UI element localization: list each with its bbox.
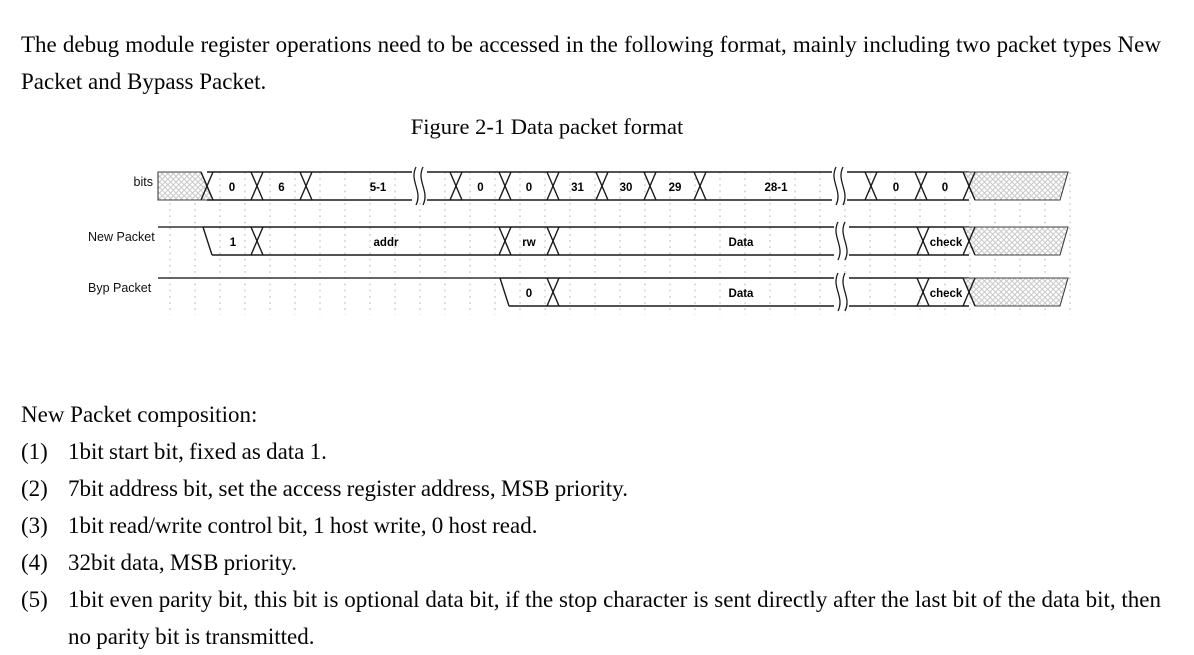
list-item-text: 7bit address bit, set the access registe… bbox=[68, 476, 628, 501]
break-mark bbox=[832, 170, 847, 202]
diagram-cell-label: 28-1 bbox=[764, 182, 788, 194]
diagram-cell-label: 29 bbox=[669, 182, 682, 194]
diagram-cell-label: Data bbox=[729, 237, 755, 249]
break-mark bbox=[412, 170, 427, 202]
diagram-cell-label: 5-1 bbox=[370, 182, 387, 194]
diagram-cell-label: 1 bbox=[230, 237, 237, 249]
list-item-text: 1bit even parity bit, this bit is option… bbox=[68, 587, 1161, 649]
list-item: (4) 32bit data, MSB priority. bbox=[21, 544, 1161, 581]
break-mark bbox=[834, 225, 849, 257]
list-item: (3) 1bit read/write control bit, 1 host … bbox=[21, 507, 1161, 544]
diagram-cell-label: 0 bbox=[526, 182, 532, 194]
list-item-number: (3) bbox=[21, 513, 48, 538]
diagram-cell-label: 30 bbox=[620, 182, 633, 194]
diagram-cell-label: 0 bbox=[942, 182, 948, 194]
figure-caption: Figure 2-1 Data packet format bbox=[410, 114, 684, 139]
composition-section: New Packet composition: (1) 1bit start b… bbox=[21, 396, 1161, 655]
diagram-cell-label: 31 bbox=[571, 182, 584, 194]
diagram-cell-label: Data bbox=[729, 288, 755, 300]
diagram-cell-label: check bbox=[930, 288, 963, 300]
composition-list: (1) 1bit start bit, fixed as data 1. (2)… bbox=[21, 433, 1161, 655]
diagram-cell-label: 6 bbox=[278, 182, 284, 194]
hatch-region bbox=[962, 277, 1069, 307]
diagram-row-label: New Packet bbox=[88, 230, 155, 244]
diagram-cell-label: 0 bbox=[477, 182, 483, 194]
list-item-text: 1bit read/write control bit, 1 host writ… bbox=[68, 513, 538, 538]
hatch-region bbox=[962, 226, 1069, 256]
hatch-region bbox=[157, 171, 214, 201]
diagram-cell-label: 0 bbox=[893, 182, 899, 194]
intro-paragraph: The debug module register operations nee… bbox=[21, 32, 1161, 94]
diagram-cell-label: addr bbox=[374, 237, 399, 249]
composition-heading: New Packet composition: bbox=[21, 402, 258, 427]
list-item-number: (4) bbox=[21, 550, 48, 575]
list-item-number: (5) bbox=[21, 587, 48, 612]
list-item-text: 1bit start bit, fixed as data 1. bbox=[68, 439, 327, 464]
diagram-row-new-packet: 1 addr rw Data check New Packet bbox=[88, 221, 1069, 261]
list-item: (1) 1bit start bit, fixed as data 1. bbox=[21, 433, 1161, 470]
break-mark bbox=[834, 276, 849, 308]
diagram-cell-label: check bbox=[930, 237, 963, 249]
diagram-cell-label: 0 bbox=[526, 288, 532, 300]
list-item: (2) 7bit address bit, set the access reg… bbox=[21, 470, 1161, 507]
diagram-cell-label: rw bbox=[522, 237, 535, 249]
diagram-row-bits: 0 6 5-1 0 0 31 30 29 28-1 0 0 bits bbox=[134, 166, 1069, 206]
diagram-row-label: bits bbox=[134, 175, 153, 189]
diagram-row-byp-packet: 0 Data check Byp Packet bbox=[88, 272, 1069, 312]
list-item-text: 32bit data, MSB priority. bbox=[68, 550, 297, 575]
list-item-number: (2) bbox=[21, 476, 48, 501]
hatch-region bbox=[962, 171, 1069, 201]
list-item: (5) 1bit even parity bit, this bit is op… bbox=[21, 581, 1161, 655]
diagram-cell-label: 0 bbox=[229, 182, 235, 194]
list-item-number: (1) bbox=[21, 439, 48, 464]
diagram-row-label: Byp Packet bbox=[88, 281, 152, 295]
